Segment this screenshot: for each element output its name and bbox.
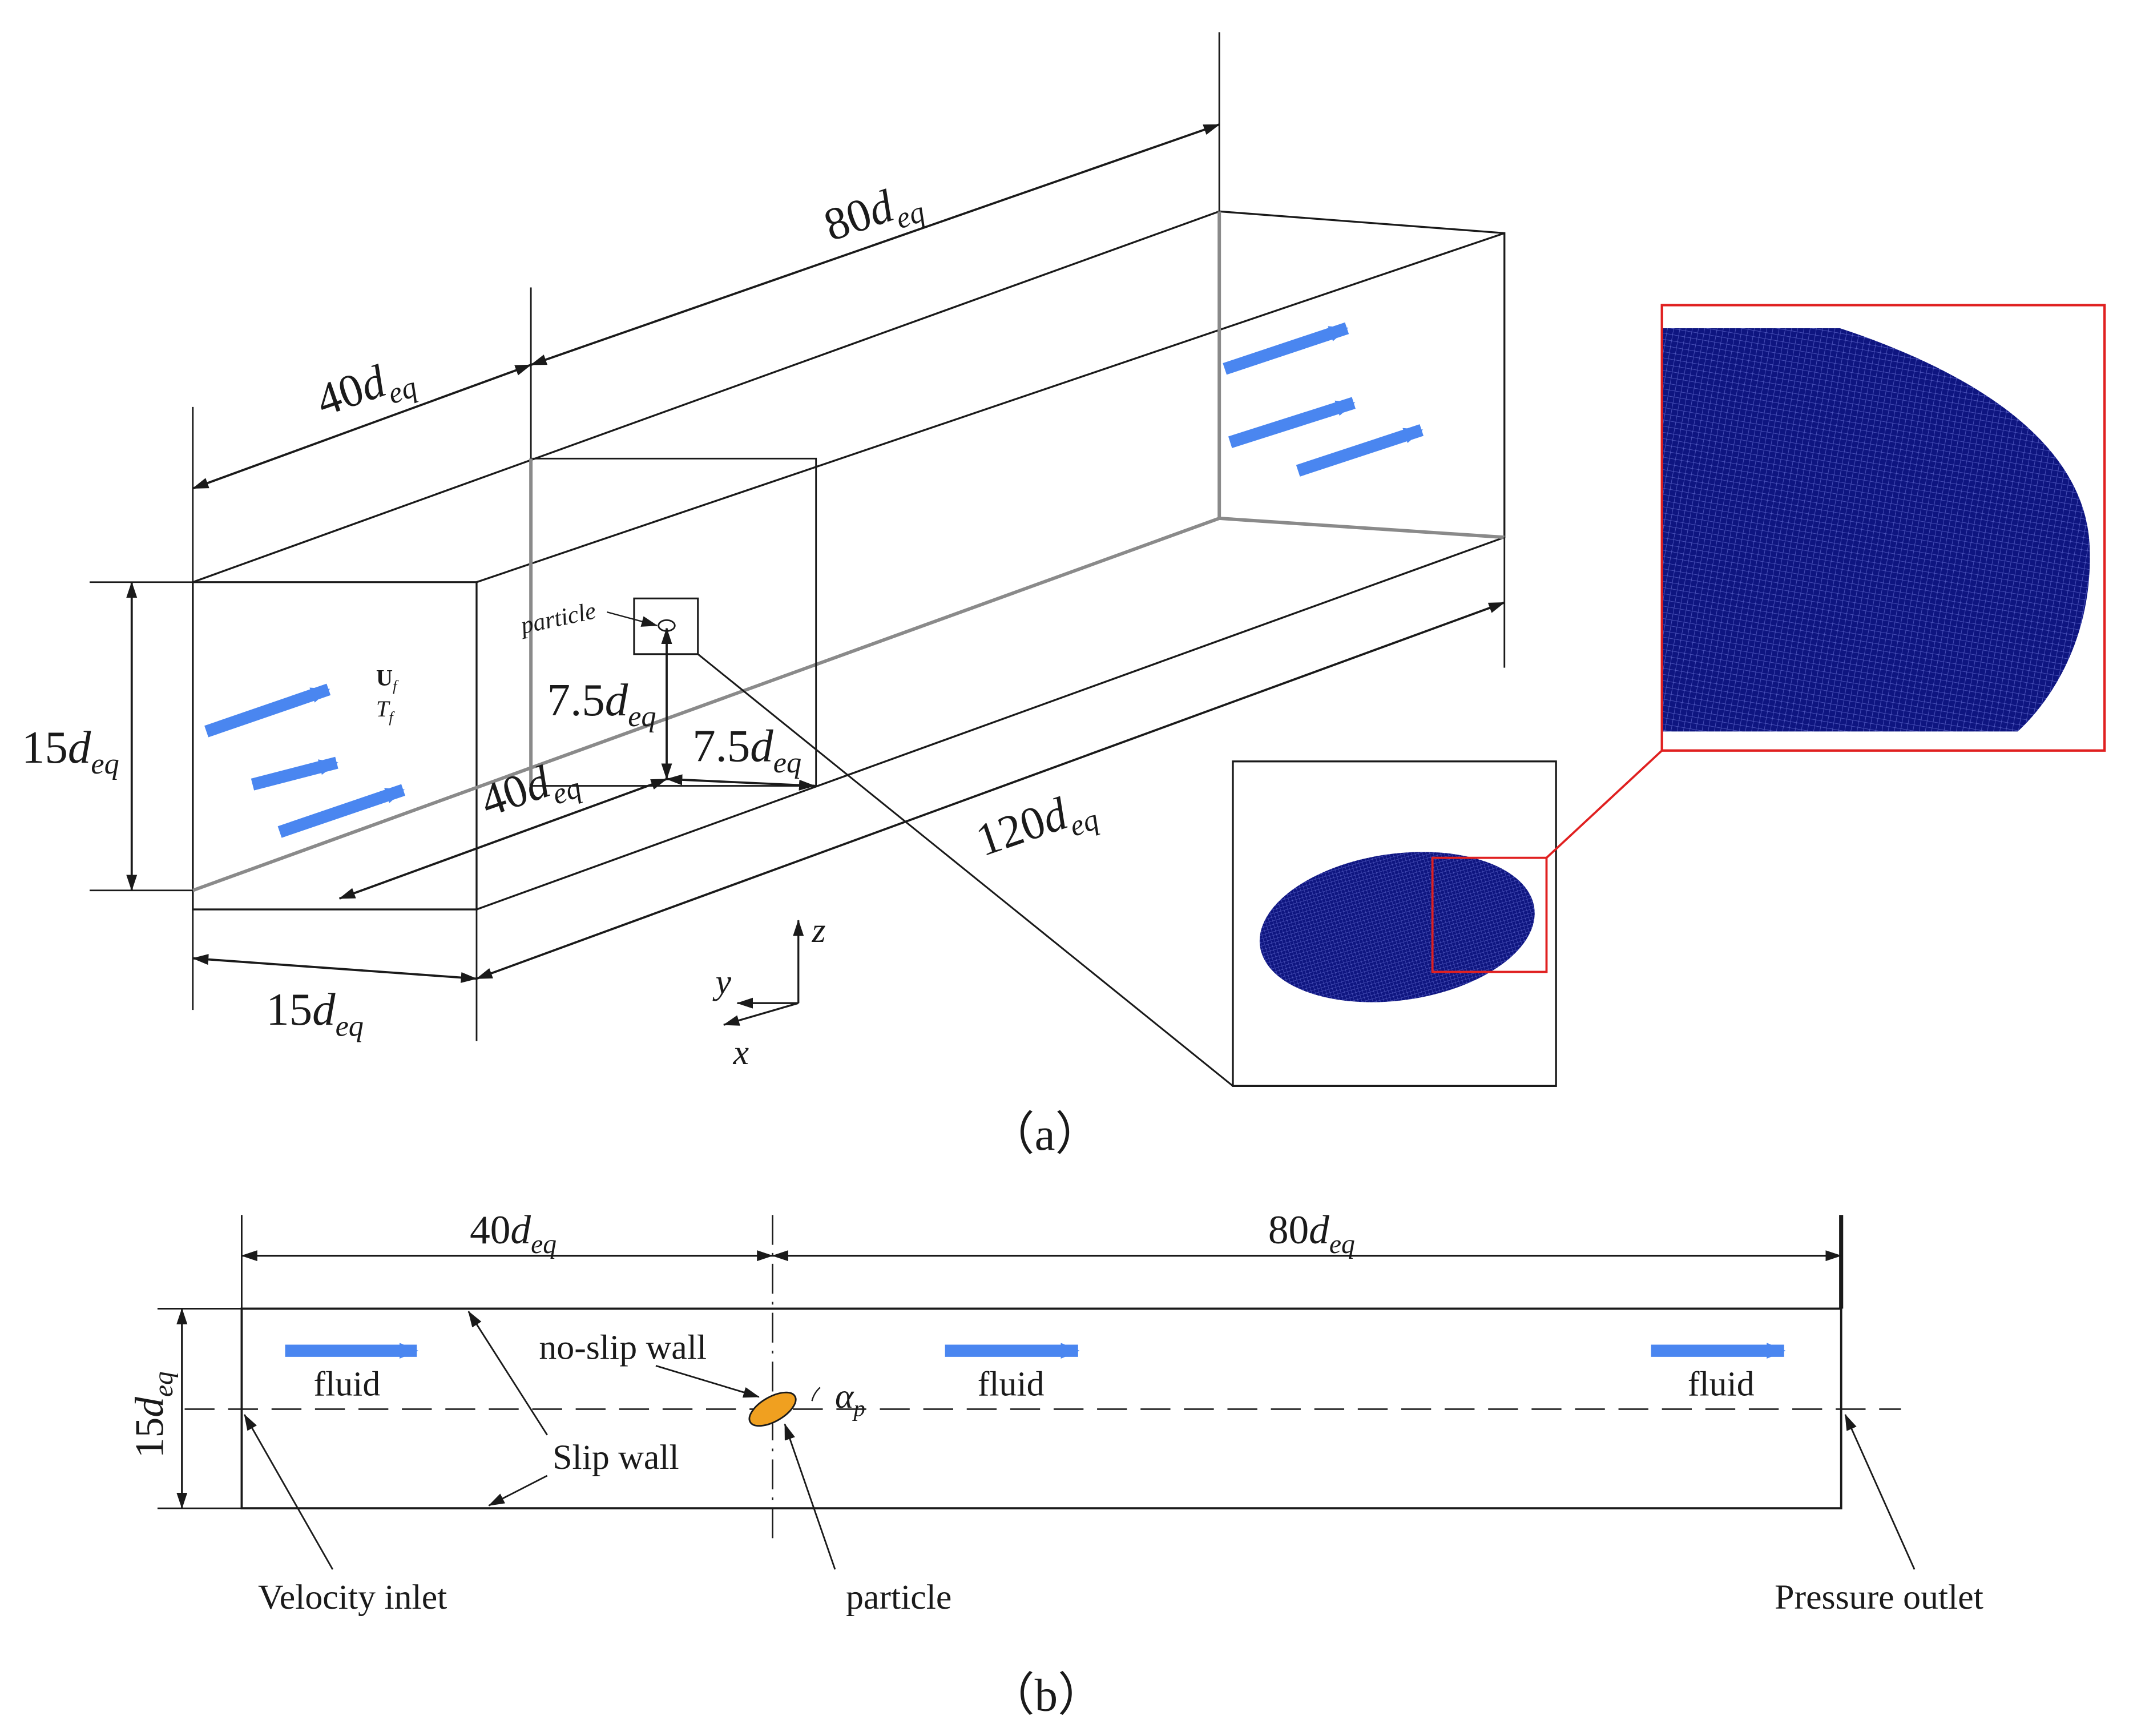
dim-label-height-b: 15deq xyxy=(127,1371,179,1458)
dim-label-40-top: 40deq xyxy=(310,347,421,433)
dim-arrow-particle-y xyxy=(666,774,816,791)
particle-label-b: particle xyxy=(846,1578,951,1617)
channel-2d xyxy=(157,1215,1901,1546)
caption-b: （b） xyxy=(989,1670,1104,1721)
dim-arrow-80 xyxy=(530,123,1220,366)
particle-ellipse-b xyxy=(748,1391,797,1427)
velocity-inlet-label: Velocity inlet xyxy=(258,1578,447,1617)
dim-label-particle-y: 7.5deq xyxy=(692,721,801,779)
zoomed-mesh xyxy=(1662,328,2090,732)
slip-wall-label: Slip wall xyxy=(553,1438,679,1477)
particle-2d xyxy=(748,1387,821,1427)
dim-label-particle-z: 7.5deq xyxy=(547,675,656,733)
fluid-label-1: fluid xyxy=(314,1365,381,1404)
extension-lines xyxy=(90,32,1506,1041)
axis-label-x: x xyxy=(733,1033,749,1072)
particle-marker xyxy=(607,597,1557,1087)
dim-label-particle-x: 40deq xyxy=(474,747,586,834)
pressure-outlet-label: Pressure outlet xyxy=(1775,1578,1983,1617)
particle-mesh-inset xyxy=(1232,750,1663,1087)
dimension-arrows-b xyxy=(176,1250,1842,1509)
panel-a: particle z y x 80deq 40deq 15deq 7.5deq xyxy=(22,32,2106,1160)
zoomed-mesh-panel xyxy=(1660,304,2106,752)
dim-label-upstream: 40deq xyxy=(470,1207,557,1259)
particle-mesh-ellipse xyxy=(1259,852,1535,1002)
axis-label-z: z xyxy=(812,911,826,950)
leader-lines-b xyxy=(243,1311,1916,1570)
dim-arrow-width-15 xyxy=(192,954,478,983)
dim-label-downstream: 80deq xyxy=(1268,1207,1355,1259)
caption-a: （a） xyxy=(989,1109,1102,1160)
dim-arrow-40-top xyxy=(192,364,532,490)
dim-label-width-15: 15deq xyxy=(266,984,364,1042)
axis-label-y: y xyxy=(712,963,732,1002)
domain-box xyxy=(192,210,1506,911)
fluid-label-2: fluid xyxy=(978,1365,1045,1404)
panel-b: 40deq 80deq 15deq fluid fluid fluid no-s… xyxy=(127,1207,1983,1721)
dim-arrow-120 xyxy=(475,601,1505,980)
angle-label: αp xyxy=(835,1377,865,1421)
inlet-temperature-label: Tf xyxy=(376,696,396,726)
inlet-velocity-label: Uf xyxy=(376,665,399,695)
no-slip-wall-label: no-slip wall xyxy=(539,1328,707,1367)
dim-label-120: 120deq xyxy=(970,779,1103,873)
dimension-arrows xyxy=(126,123,1505,983)
particle-label-a: particle xyxy=(517,597,598,639)
zoom-selection-box xyxy=(1431,856,1548,973)
dim-arrow-particle-x xyxy=(338,778,668,900)
dim-label-height-15: 15deq xyxy=(22,722,119,780)
flow-arrows-a xyxy=(204,322,1424,838)
fluid-label-3: fluid xyxy=(1688,1365,1755,1404)
axes-triad xyxy=(723,919,804,1026)
